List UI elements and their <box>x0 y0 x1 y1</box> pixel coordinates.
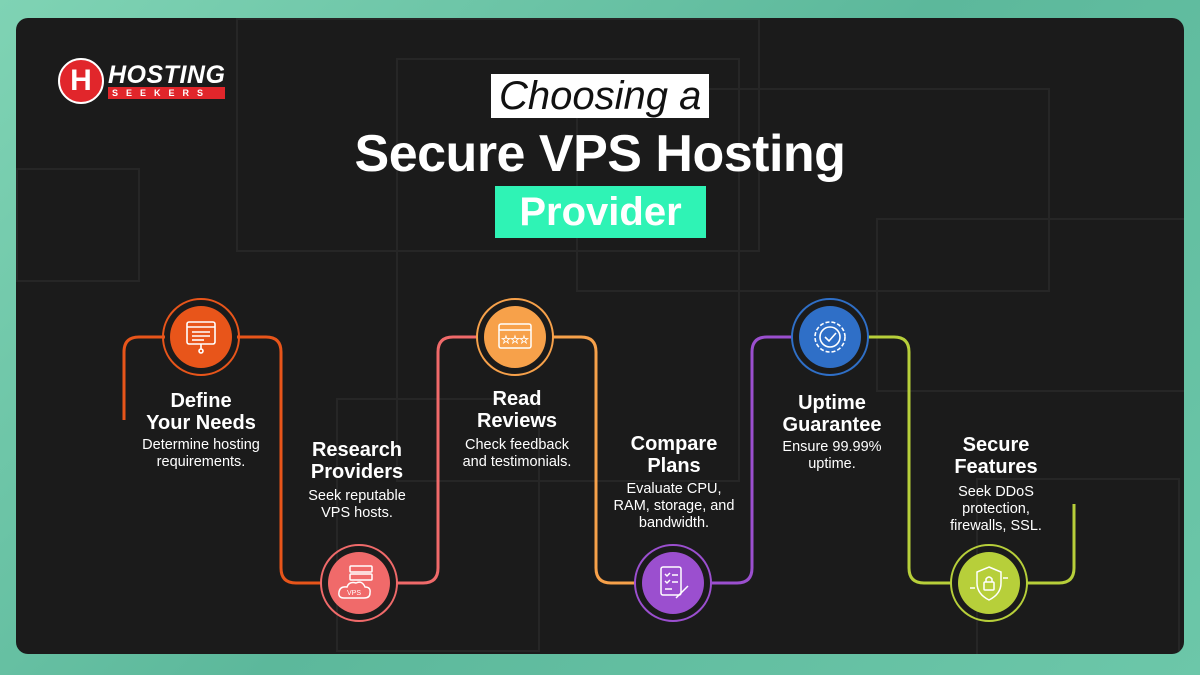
step-3-desc-line2: and testimonials. <box>462 454 572 470</box>
step-4-title-line2: Plans <box>647 455 701 477</box>
step-5-title: Uptime Guarantee <box>762 392 902 436</box>
step-6-node <box>950 544 1028 622</box>
step-1-desc-line2: requirements. <box>156 454 246 470</box>
step-5-desc: Ensure 99.99% uptime. <box>752 439 912 473</box>
step-2-title: Research Providers <box>287 439 427 483</box>
step-4-title-line1: Compare <box>630 433 718 455</box>
bg-decor <box>876 218 1184 392</box>
step-1-title-line1: Define <box>170 390 232 412</box>
hosting-seekers-logo: H HOSTING SEEKERS <box>58 58 226 104</box>
bg-decor <box>236 18 760 252</box>
step-3-title: Read Reviews <box>447 388 587 432</box>
title-line-3: Provider <box>495 186 706 238</box>
bg-decor <box>16 168 140 282</box>
svg-text:VPS: VPS <box>347 590 361 597</box>
connector-5-6 <box>867 335 952 585</box>
step-4-desc-line3: bandwidth. <box>638 515 710 531</box>
bg-decor <box>396 58 740 482</box>
connector-4-5 <box>711 335 792 585</box>
step-6-desc-line2: protection, <box>962 501 1030 517</box>
step-1-title-line2: Your Needs <box>146 412 256 434</box>
connector-2-3 <box>397 335 478 585</box>
step-1-desc-line1: Determine hosting <box>142 437 260 453</box>
step-5-title-line1: Uptime <box>798 392 866 414</box>
connector-6-out <box>1026 504 1076 585</box>
shield-lock-icon <box>970 566 1008 601</box>
step-2-desc-line2: VPS hosts. <box>321 505 393 521</box>
browser-layout-icon <box>186 321 216 354</box>
vps-server-icon: VPS <box>338 565 373 599</box>
step-2-desc: Seek reputable VPS hosts. <box>277 488 437 522</box>
step-6-title: Secure Features <box>926 434 1066 478</box>
step-3-desc: Check feedback and testimonials. <box>437 437 597 471</box>
step-4-desc-line1: Evaluate CPU, <box>626 481 722 497</box>
step-3-node: ★★★ <box>476 298 554 376</box>
step-2-title-line1: Research <box>311 439 403 461</box>
step-5-node <box>791 298 869 376</box>
title-line-1: Choosing a <box>491 74 710 118</box>
logo-mark: H <box>58 58 104 104</box>
star-rating-icon: ★★★ <box>498 323 532 349</box>
step-2-desc-line1: Seek reputable <box>308 488 406 504</box>
step-6-title-line2: Features <box>954 456 1038 478</box>
step-6-title-line1: Secure <box>962 434 1030 456</box>
step-3-desc-line1: Check feedback <box>465 437 569 453</box>
step-3-title-line2: Reviews <box>476 410 558 432</box>
step-1-title: Define Your Needs <box>131 390 271 434</box>
step-6-desc: Seek DDoS protection, firewalls, SSL. <box>916 484 1076 535</box>
step-2-node: VPS <box>320 544 398 622</box>
step-4-title: Compare Plans <box>604 433 744 477</box>
step-1-node <box>162 298 240 376</box>
check-badge-icon <box>814 321 846 353</box>
step-5-desc-line2: uptime. <box>808 456 856 472</box>
title-line-2: Secure VPS Hosting <box>354 125 846 183</box>
checklist-icon <box>660 566 689 599</box>
step-6-desc-line3: firewalls, SSL. <box>950 518 1042 534</box>
logo-text-bottom: SEEKERS <box>108 87 226 99</box>
step-4-desc-line2: RAM, storage, and <box>613 498 735 514</box>
logo-text-top: HOSTING <box>108 61 226 89</box>
svg-text:★★★: ★★★ <box>502 335 529 346</box>
step-5-desc-line1: Ensure 99.99% <box>782 439 882 455</box>
step-4-node <box>634 544 712 622</box>
connector-1-2 <box>237 335 322 585</box>
step-5-title-line2: Guarantee <box>782 414 882 436</box>
step-3-title-line1: Read <box>492 388 542 410</box>
logo-wordmark: HOSTING SEEKERS <box>108 61 226 99</box>
step-2-title-line2: Providers <box>310 461 404 483</box>
connector-1-in <box>122 335 165 420</box>
connector-3-4 <box>552 335 635 585</box>
step-1-desc: Determine hosting requirements. <box>121 437 281 471</box>
step-6-desc-line1: Seek DDoS <box>958 484 1034 500</box>
step-4-desc: Evaluate CPU, RAM, storage, and bandwidt… <box>594 481 754 532</box>
